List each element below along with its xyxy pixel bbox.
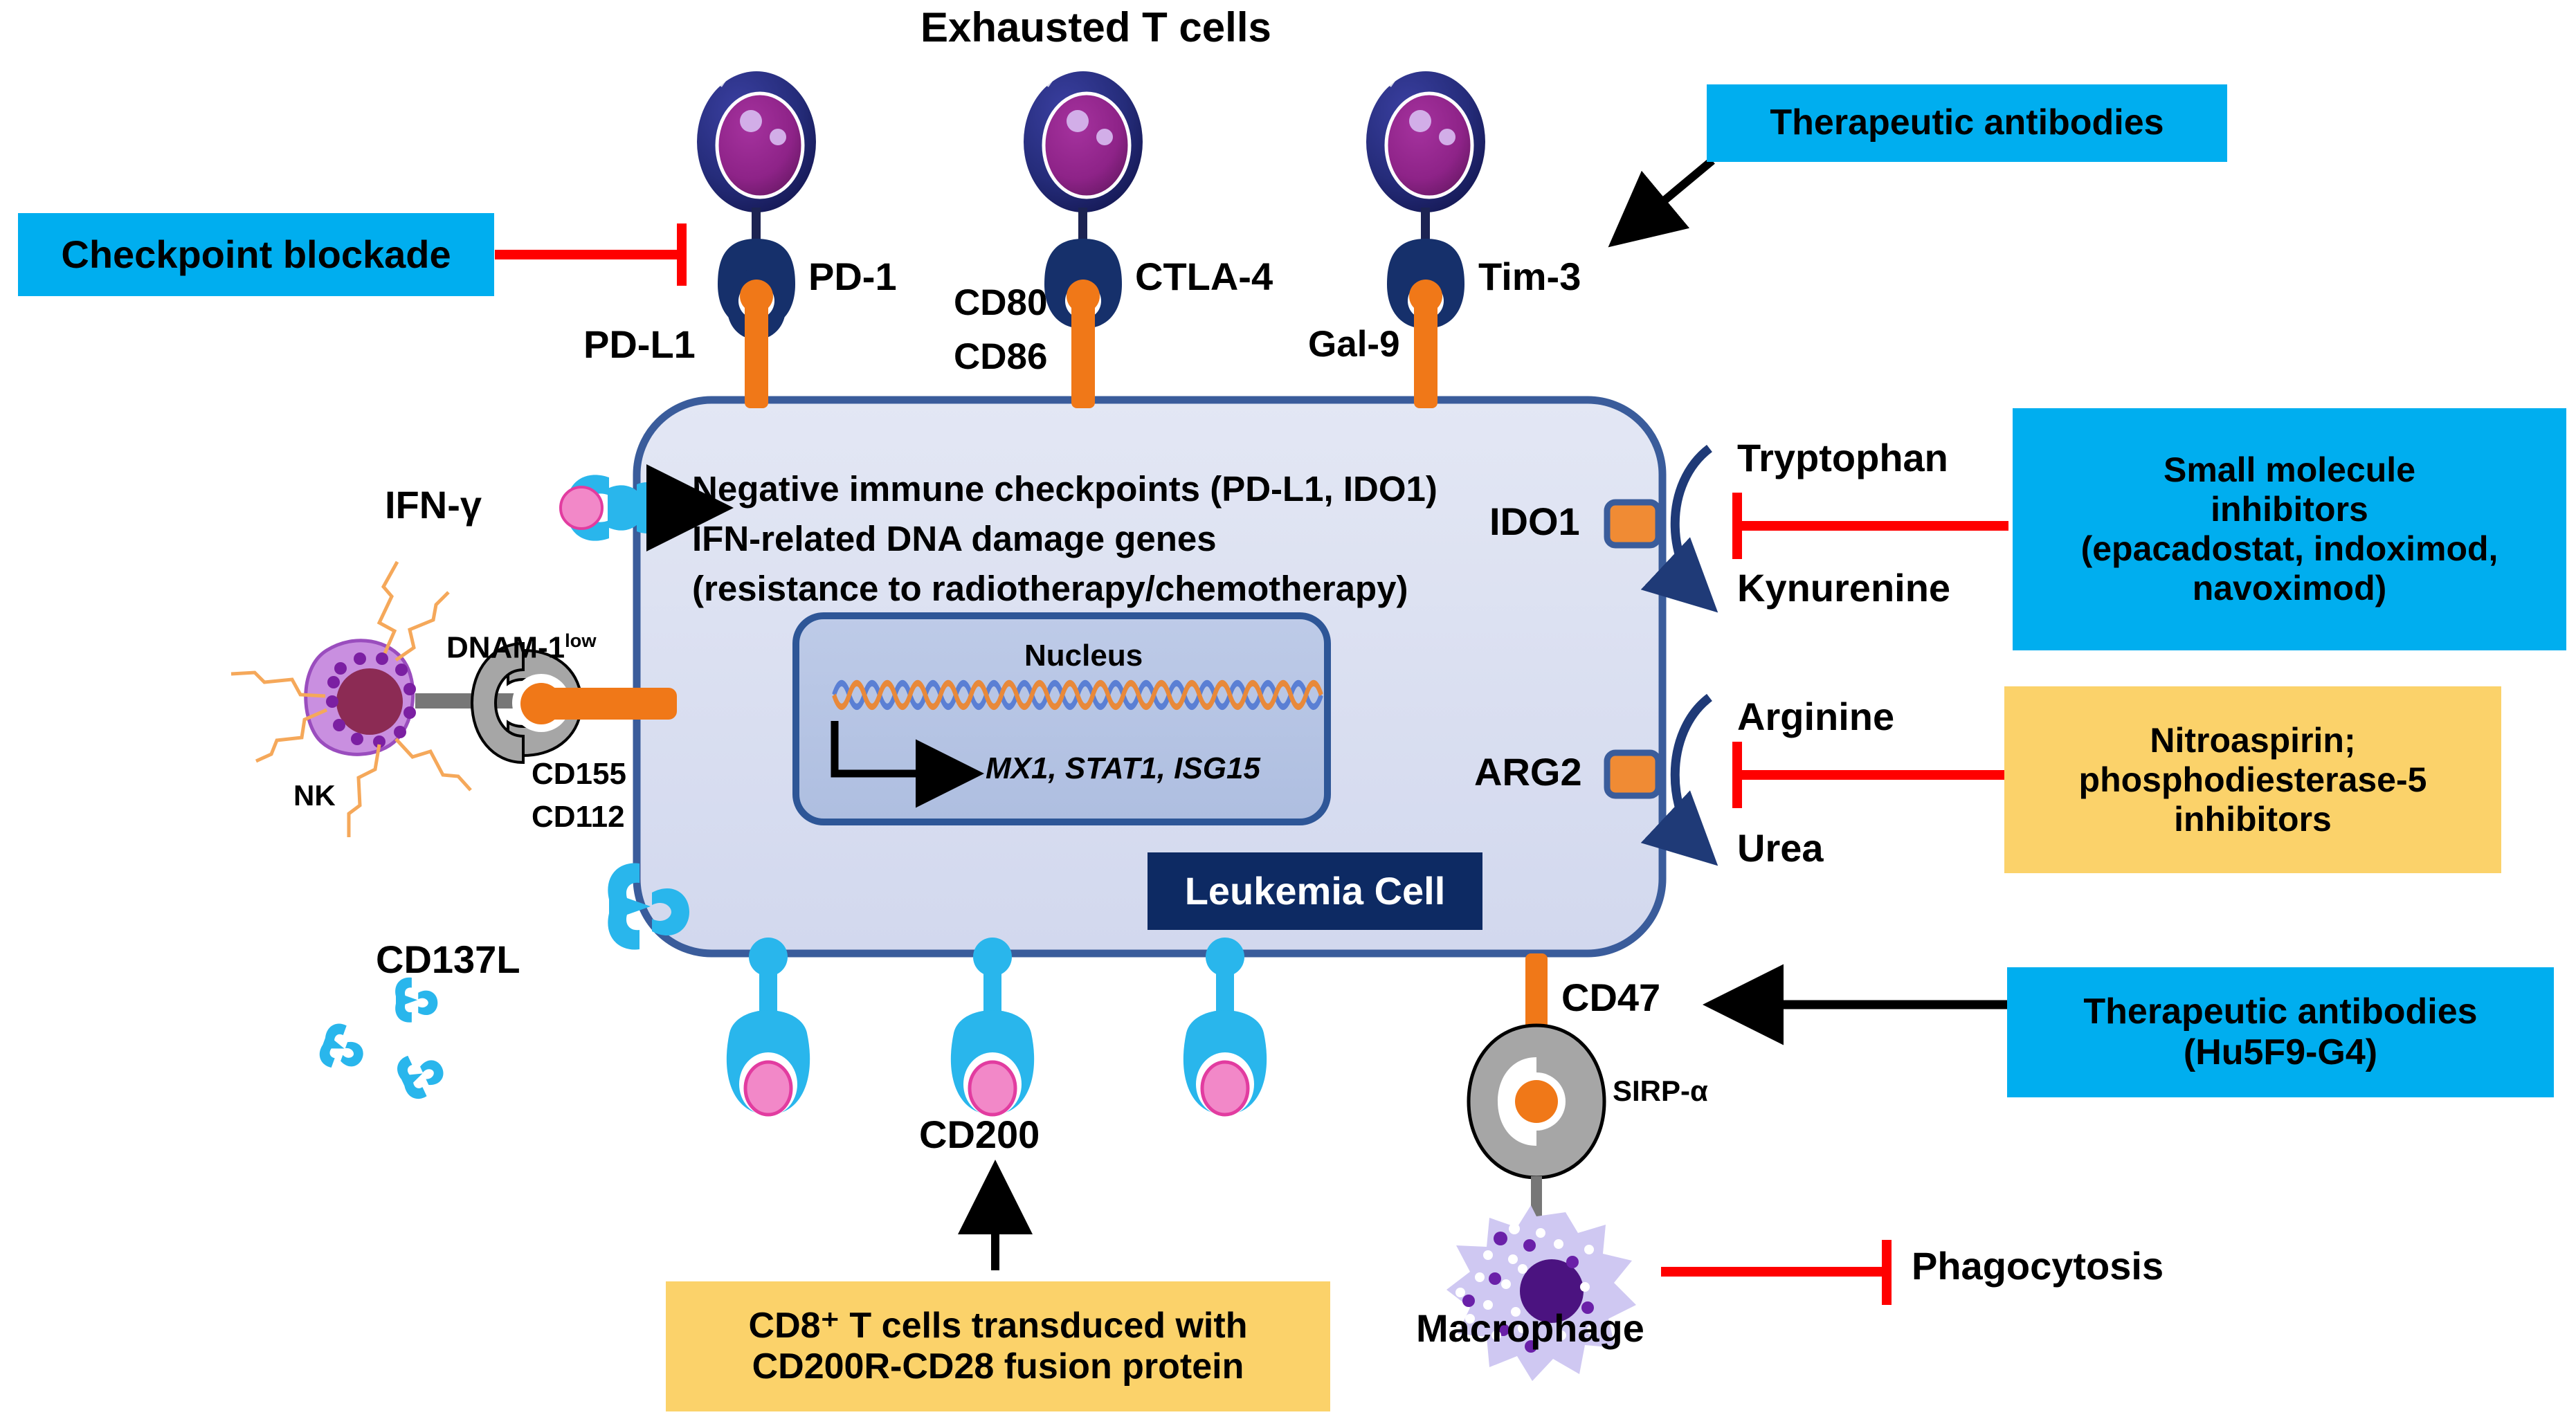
ligand-label-cd155: CD155	[532, 757, 626, 791]
ta-cd47-line-1: Therapeutic antibodies	[2083, 991, 2478, 1032]
nucleus-shape	[792, 612, 1331, 825]
cd8-transduced-box[interactable]: CD8⁺ T cells transduced with CD200R-CD28…	[666, 1281, 1330, 1411]
cd8-line-2: CD200R-CD28 fusion protein	[752, 1346, 1244, 1387]
ta-cd47-line-2: (Hu5F9-G4)	[2183, 1032, 2378, 1072]
macrophage-icon	[1446, 1205, 1636, 1381]
smi-line-1: Small molecule	[2163, 450, 2416, 489]
dnam1-label: DNAM-1low	[446, 630, 597, 665]
therapeutic-antibodies-top-box[interactable]: Therapeutic antibodies	[1707, 84, 2227, 162]
therapeutic-antibodies-cd47-box[interactable]: Therapeutic antibodies (Hu5F9-G4)	[2007, 967, 2554, 1097]
nk-label: NK	[293, 779, 336, 812]
ligand-label-cd80: CD80	[954, 282, 1048, 323]
nitro-line-1: Nitroaspirin;	[2150, 720, 2356, 760]
ligand-label-cd112: CD112	[532, 800, 625, 834]
receptor-label-tim3: Tim-3	[1478, 255, 1581, 298]
ido1-membrane-protein-icon	[1604, 499, 1662, 549]
cd137l-ligand-icons	[319, 863, 689, 1099]
arg2-membrane-protein-icon	[1604, 749, 1662, 799]
cd8-line-1: CD8⁺ T cells transduced with	[748, 1305, 1248, 1346]
page-title: Exhausted T cells	[920, 4, 1271, 51]
ligand-label-cd200: CD200	[919, 1113, 1040, 1156]
arg2-conversion-arrow	[1640, 693, 1718, 866]
dnam1-label-base: DNAM-1	[446, 630, 565, 665]
metabolite-label-tryptophan: Tryptophan	[1737, 436, 1948, 479]
metabolite-label-kynurenine: Kynurenine	[1737, 566, 1951, 610]
dnam1-cd155-receptor-icon	[415, 641, 677, 765]
dna-helix-icon	[832, 679, 1323, 710]
ifn-gamma-label: IFN-γ	[385, 483, 482, 527]
macrophage-label: Macrophage	[1416, 1306, 1644, 1350]
ligand-label-pdl1: PD-L1	[583, 322, 696, 366]
ligand-label-gal9: Gal-9	[1308, 324, 1400, 365]
ifn-gamma-receptor-icon	[559, 464, 734, 551]
ligand-stems	[740, 280, 1442, 408]
nucleus-genes: MX1, STAT1, ISG15	[986, 751, 1260, 785]
therapeutic-antibodies-top-arrow	[1608, 157, 1715, 248]
receptor-label-ctla4: CTLA-4	[1135, 255, 1273, 298]
arg2-label: ARG2	[1474, 750, 1582, 794]
cell-body-line-1: Negative immune checkpoints (PD-L1, IDO1…	[692, 469, 1437, 509]
leukemia-cell-label: Leukemia Cell	[1148, 852, 1482, 930]
ido1-conversion-arrow	[1640, 444, 1718, 613]
cd200-receptor-icons	[726, 938, 1267, 1117]
transcription-arrow-icon	[831, 721, 984, 808]
phagocytosis-inhibitor-line	[1661, 1240, 1892, 1305]
metabolite-label-urea: Urea	[1737, 826, 1824, 870]
small-molecule-inhibitors-box[interactable]: Small molecule inhibitors (epacadostat, …	[2013, 408, 2566, 650]
checkpoint-blockade-inhibitor-line	[495, 223, 687, 286]
ligand-label-cd47: CD47	[1561, 976, 1661, 1019]
nk-cell-icon	[230, 560, 472, 837]
nitro-line-3: inhibitors	[2174, 799, 2332, 839]
nucleus-title: Nucleus	[1024, 639, 1143, 673]
cell-body-line-3: (resistance to radiotherapy/chemotherapy…	[692, 569, 1408, 608]
checkpoint-blockade-box[interactable]: Checkpoint blockade	[18, 213, 494, 296]
metabolite-label-arginine: Arginine	[1737, 695, 1895, 738]
ido1-label: IDO1	[1489, 500, 1580, 543]
nitroaspirin-box[interactable]: Nitroaspirin; phosphodiesterase-5 inhibi…	[2004, 686, 2501, 873]
ido1-inhibitor-line	[1732, 493, 2008, 559]
receptor-label-pd1: PD-1	[808, 255, 897, 298]
smi-line-4: navoximod)	[2192, 569, 2387, 607]
ligand-label-cd86: CD86	[954, 336, 1048, 377]
nitro-line-2: phosphodiesterase-5	[2078, 760, 2427, 799]
dnam1-label-superscript: low	[565, 630, 597, 651]
cell-body-line-2: IFN-related DNA damage genes	[692, 519, 1217, 558]
phagocytosis-label: Phagocytosis	[1912, 1244, 2164, 1288]
smi-line-2: inhibitors	[2211, 490, 2368, 529]
sirp-alpha-receptor-icon	[1467, 1023, 1606, 1234]
arg2-inhibitor-line	[1732, 742, 2008, 808]
smi-line-3: (epacadostat, indoximod,	[2080, 529, 2498, 568]
receptor-label-sirp-alpha: SIRP-α	[1613, 1075, 1708, 1107]
ligand-label-cd137l: CD137L	[376, 938, 520, 981]
